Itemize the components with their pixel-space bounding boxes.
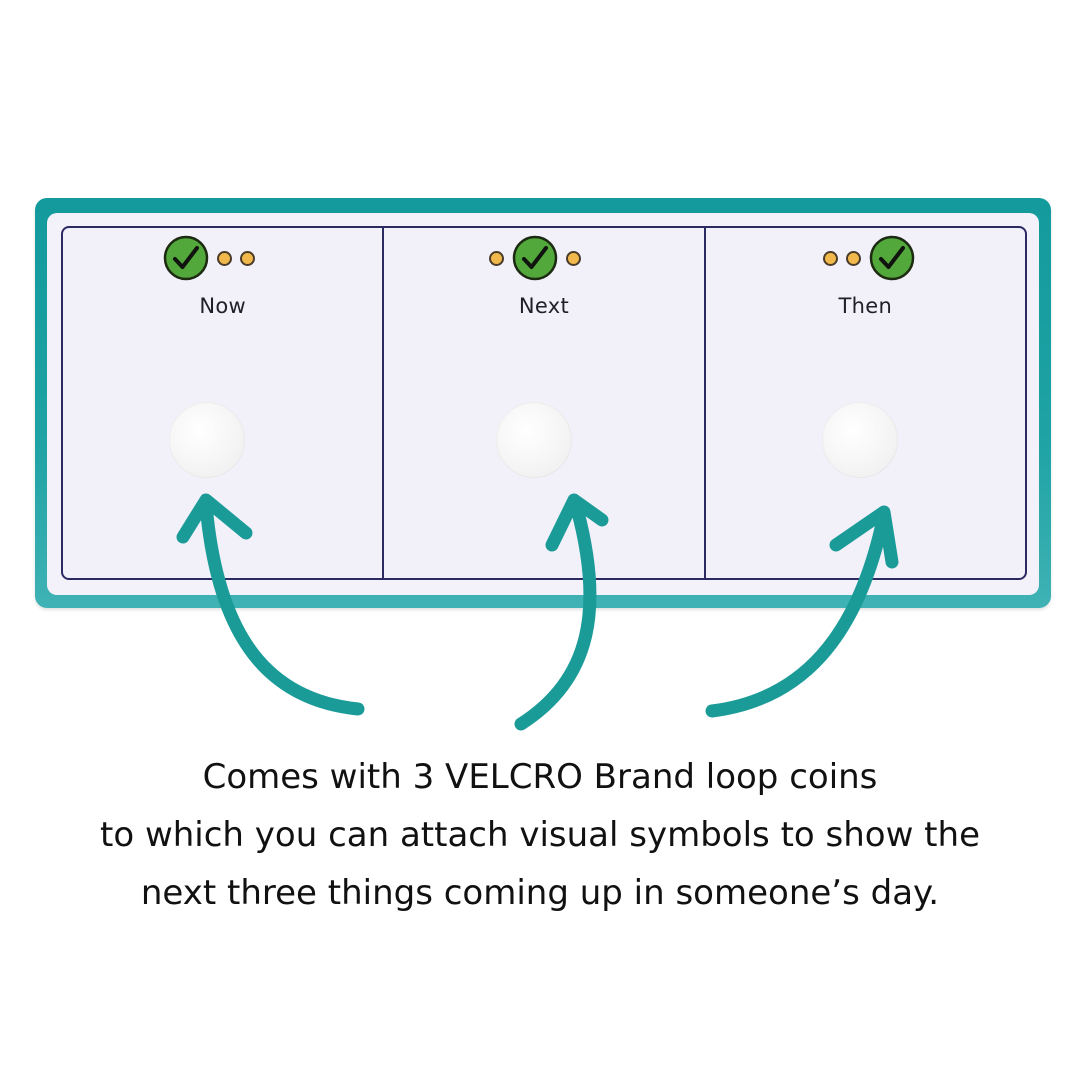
dot-icon [489,250,505,266]
dot-icon [566,250,582,266]
caption-line-2: to which you can attach visual symbols t… [100,815,980,855]
velcro-loop-coin [821,402,898,478]
velcro-loop-coin [496,402,573,478]
checkmark-circle-icon [869,235,914,281]
column-next: Next [382,228,703,578]
column-label-now: Now [199,294,246,318]
progress-indicator-then [822,234,915,282]
now-next-then-board: Now Next [35,198,1051,608]
caption-line-1: Comes with 3 VELCRO Brand loop coins [202,757,878,797]
caption: Comes with 3 VELCRO Brand loop coins to … [0,748,1080,922]
checkmark-circle-icon [513,235,558,281]
checkmark-circle-icon [163,235,209,281]
velcro-loop-coin [169,402,245,478]
caption-line-3: next three things coming up in someone’s… [140,873,940,913]
progress-indicator-next [489,234,582,282]
board-grid: Now Next [61,226,1027,580]
column-label-then: Then [838,294,893,318]
board-surface: Now Next [47,213,1039,595]
column-now: Now [63,228,382,578]
dot-icon [240,250,255,266]
progress-indicator-now [163,234,255,282]
column-then: Then [703,228,1025,578]
dot-icon [845,250,861,266]
dot-icon [822,250,838,266]
dot-icon [217,250,232,266]
column-label-next: Next [518,294,570,318]
